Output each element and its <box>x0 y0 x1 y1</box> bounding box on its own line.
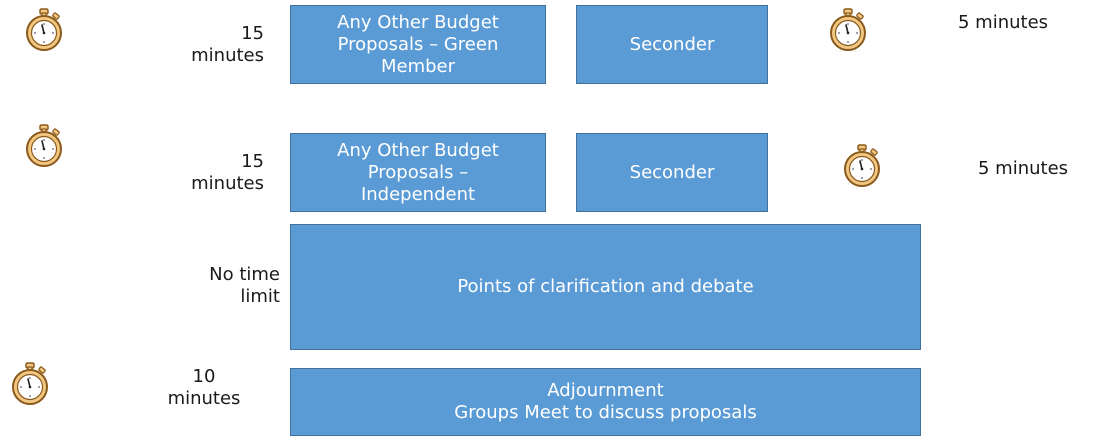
stopwatch-icon <box>22 124 66 168</box>
row-1-seconder-box: Seconder <box>576 5 768 84</box>
adjournment-box: Adjournment Groups Meet to discuss propo… <box>290 368 921 436</box>
row-2-seconder-box: Seconder <box>576 133 768 212</box>
stopwatch-icon <box>826 8 870 52</box>
stopwatch-icon <box>8 362 52 406</box>
stopwatch-icon <box>840 144 884 188</box>
row-2-proposal-box: Any Other Budget Proposals – Independent <box>290 133 546 212</box>
row-2-time-label: 15 minutes <box>191 151 264 194</box>
stopwatch-icon <box>22 8 66 52</box>
debate-box: Points of clarification and debate <box>290 224 921 350</box>
adjournment-time-label: 10 minutes <box>167 366 241 409</box>
row-1-time-label: 15 minutes <box>191 23 264 66</box>
row-1-proposal-box: Any Other Budget Proposals – Green Membe… <box>290 5 546 84</box>
row-1-seconder-time: 5 minutes <box>958 12 1049 33</box>
row-2-seconder-time: 5 minutes <box>978 158 1069 179</box>
debate-time-label: No time limit <box>209 264 280 307</box>
